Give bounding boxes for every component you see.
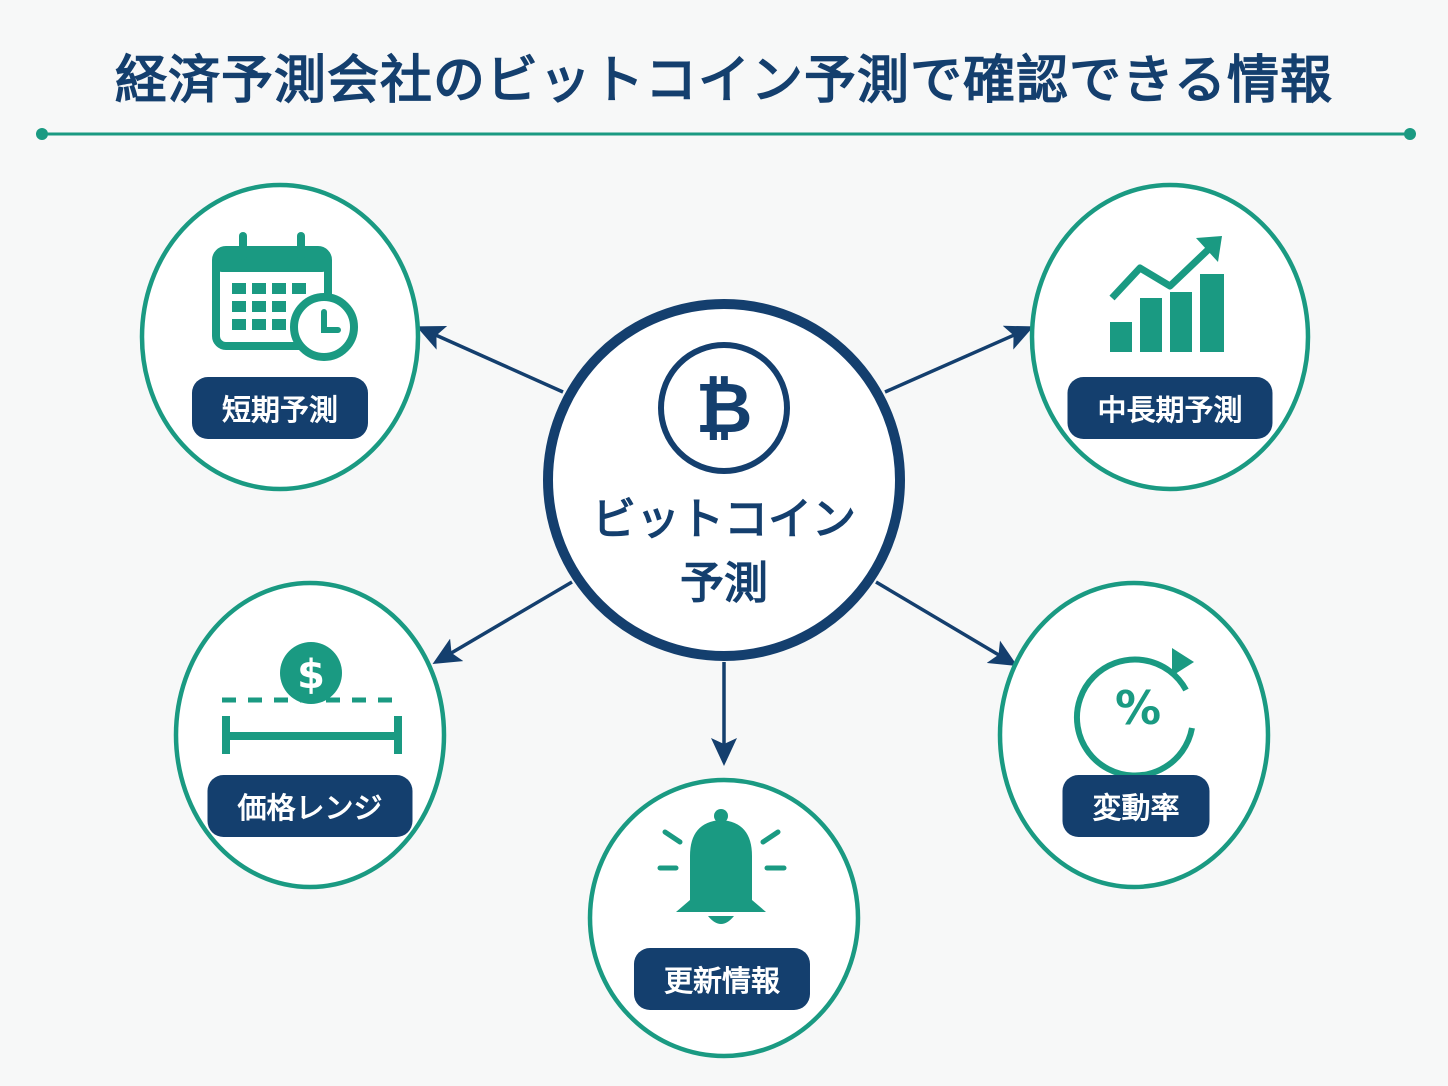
node-volatility: % bbox=[997, 580, 1271, 890]
node-mid-long-term bbox=[1029, 182, 1311, 492]
connector-arrows bbox=[416, 325, 1034, 766]
label-short-term: 短期予測 bbox=[191, 377, 369, 439]
arrow-volatility bbox=[875, 580, 1018, 667]
svg-text:%: % bbox=[1115, 681, 1161, 735]
node-price-range: $ bbox=[173, 580, 447, 890]
calendar-clock-icon bbox=[212, 232, 358, 361]
arrow-short-term bbox=[416, 325, 564, 394]
center-node-label: ビットコイン 予測 bbox=[592, 488, 856, 616]
center-node bbox=[543, 299, 905, 661]
bell-icon bbox=[657, 809, 787, 924]
svg-text:$: $ bbox=[297, 652, 325, 698]
center-label-line2: 予測 bbox=[680, 558, 768, 609]
bitcoin-icon: ₿ bbox=[658, 342, 790, 474]
node-updates bbox=[587, 777, 861, 1059]
node-short-term bbox=[139, 182, 421, 492]
title-divider bbox=[36, 128, 1416, 140]
dollar-range-icon: $ bbox=[222, 642, 402, 754]
label-volatility: 変動率 bbox=[1062, 775, 1210, 837]
arrow-price-range bbox=[432, 580, 573, 665]
arrow-mid-long-term bbox=[884, 325, 1034, 394]
svg-text:₿: ₿ bbox=[695, 367, 752, 449]
growth-chart-icon bbox=[1109, 236, 1224, 352]
label-mid-long-term: 中長期予測 bbox=[1067, 377, 1273, 439]
page-title: 経済予測会社のビットコイン予測で確認できる情報 bbox=[115, 51, 1333, 111]
percent-cycle-icon: % bbox=[1074, 648, 1195, 779]
label-price-range: 価格レンジ bbox=[207, 775, 413, 837]
label-updates: 更新情報 bbox=[633, 948, 811, 1010]
center-label-line1: ビットコイン bbox=[592, 494, 856, 545]
